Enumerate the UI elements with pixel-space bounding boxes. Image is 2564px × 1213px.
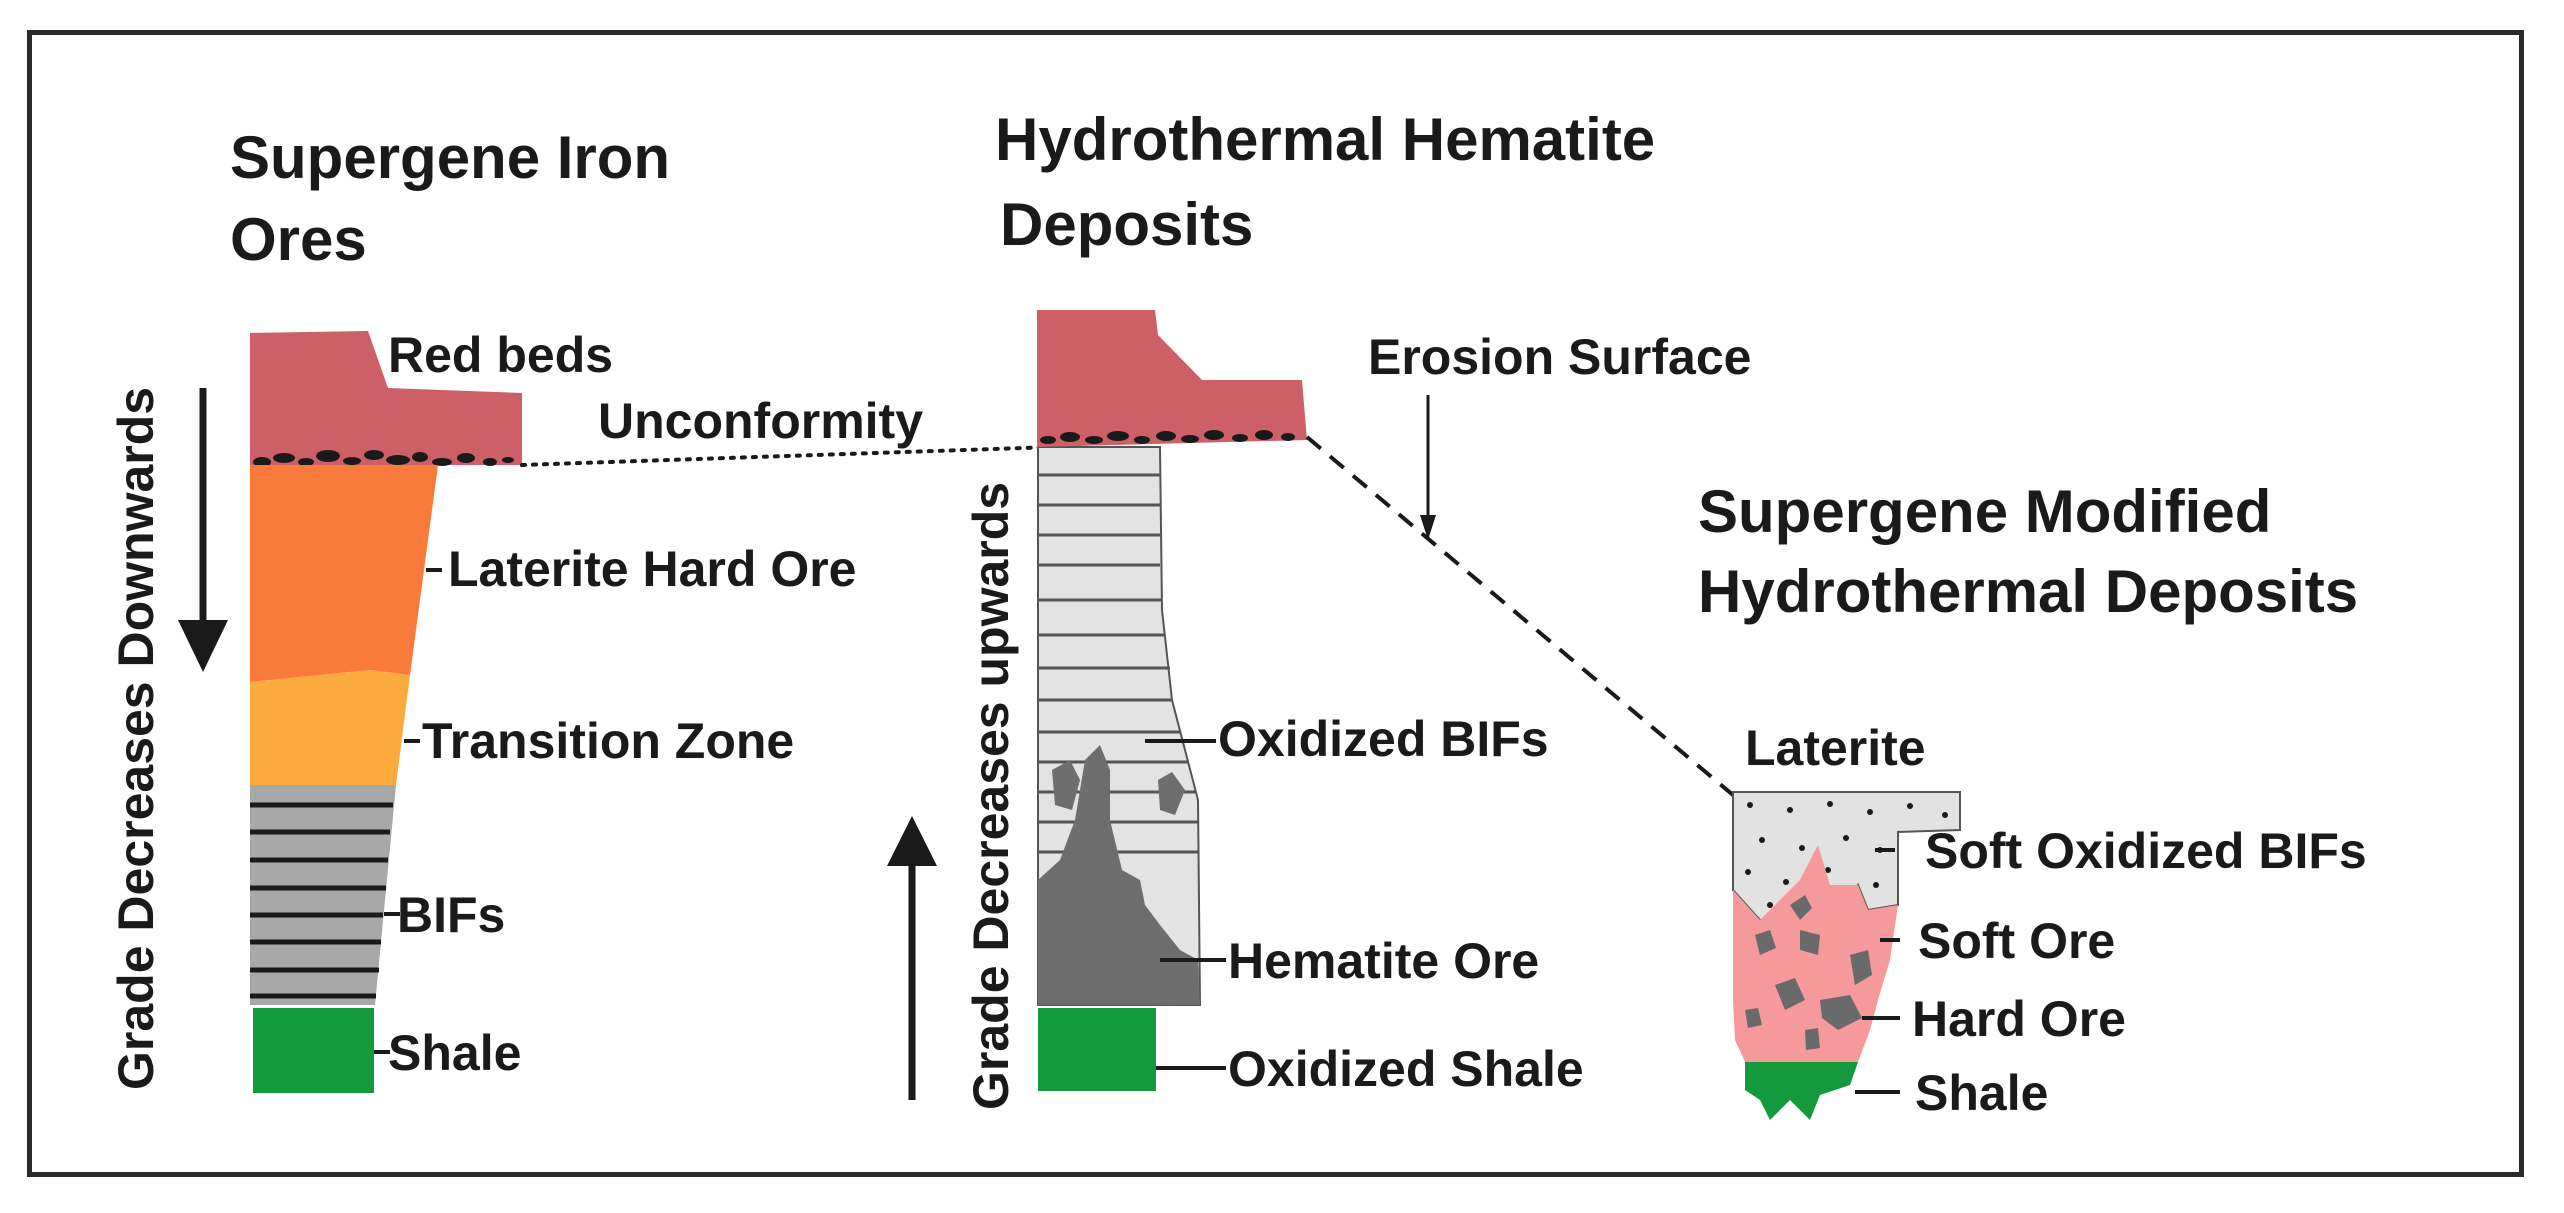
hematite-ore-body xyxy=(1038,745,1200,1005)
shale-layer-left xyxy=(253,1008,374,1093)
grade-decreases-downwards-arrow xyxy=(178,388,228,672)
supergene-label-ticks xyxy=(374,568,442,1054)
modified-title-line2: Hydrothermal Deposits xyxy=(1698,558,2358,625)
supergene-column xyxy=(250,331,522,1093)
erosion-surface-arrow xyxy=(1420,395,1436,540)
unconformity-rubble-left xyxy=(253,450,514,467)
shale-label-left: Shale xyxy=(388,1025,521,1081)
supergene-title-line1: Supergene Iron xyxy=(230,124,670,191)
grade-decreases-downwards-label: Grade Decreases Downwards xyxy=(108,387,164,1090)
bifs-bands xyxy=(250,802,393,999)
modified-title-line1: Supergene Modified xyxy=(1698,478,2271,545)
grade-decreases-upwards-label: Grade Decreases upwards xyxy=(963,482,1019,1110)
hematite-ore-blob-1 xyxy=(1052,760,1080,810)
transition-zone-label: Transition Zone xyxy=(422,713,794,769)
hydrothermal-title-line1: Hydrothermal Hematite xyxy=(995,106,1655,173)
unconformity-line xyxy=(520,445,1054,467)
hard-ore-chunks xyxy=(1745,895,1872,1050)
hydrothermal-title-line2: Deposits xyxy=(1000,191,1253,258)
oxidized-shale-layer xyxy=(1038,1008,1156,1091)
supergene-title-line2: Ores xyxy=(230,206,367,273)
laterite-hard-ore-label: Laterite Hard Ore xyxy=(448,541,856,597)
soft-ore-label: Soft Ore xyxy=(1918,913,2115,969)
hematite-ore-blob-2 xyxy=(1158,772,1185,815)
oxidized-shale-label: Oxidized Shale xyxy=(1228,1041,1584,1097)
red-beds-layer-middle xyxy=(1037,310,1307,447)
unconformity-rubble-middle xyxy=(1040,430,1295,444)
supergene-modified-column xyxy=(1732,791,1961,1120)
laterite-label: Laterite xyxy=(1745,720,1926,776)
red-beds-label: Red beds xyxy=(388,327,613,383)
oxidized-bifs-label: Oxidized BIFs xyxy=(1218,711,1549,767)
shale-layer-right xyxy=(1745,1062,1858,1120)
shale-label-right: Shale xyxy=(1915,1065,2048,1121)
erosion-surface-label: Erosion Surface xyxy=(1368,329,1751,385)
modified-label-ticks xyxy=(1855,848,1900,1094)
bifs-label: BIFs xyxy=(397,887,505,943)
unconformity-label: Unconformity xyxy=(598,393,923,449)
red-beds-layer-left xyxy=(250,331,522,465)
bifs-layer xyxy=(250,785,396,1005)
oxidized-bifs-bands xyxy=(1038,473,1198,854)
grade-decreases-upwards-arrow xyxy=(887,816,937,1100)
transition-zone-layer xyxy=(250,670,410,785)
hydrothermal-column xyxy=(1037,310,1307,1091)
diagram-frame xyxy=(27,30,2524,1177)
hard-ore-label: Hard Ore xyxy=(1912,991,2126,1047)
hydrothermal-label-ticks xyxy=(1145,739,1226,1070)
soft-oxidized-bifs-label: Soft Oxidized BIFs xyxy=(1925,823,2367,879)
erosion-surface-line xyxy=(1305,435,1735,797)
laterite-hard-ore-layer xyxy=(250,465,438,682)
hematite-ore-label: Hematite Ore xyxy=(1228,933,1539,989)
